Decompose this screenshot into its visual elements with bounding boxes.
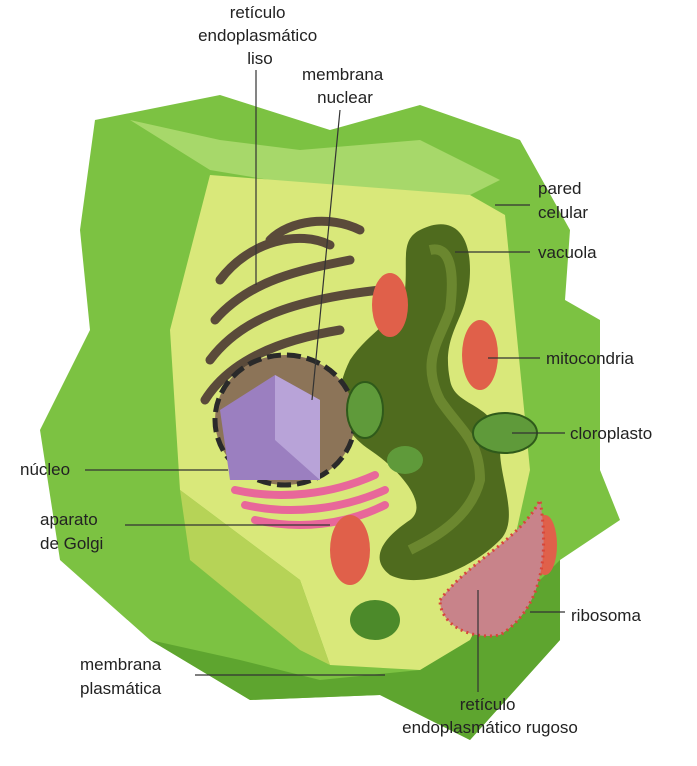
label-chloroplast: cloroplasto: [570, 424, 652, 443]
mitochondrion: [372, 273, 408, 337]
label-nucleus: núcleo: [20, 460, 70, 479]
smooth-er: [200, 216, 385, 405]
label-ribosome: ribosoma: [571, 606, 641, 625]
nucleolus-face: [275, 375, 320, 480]
leader-lines: [85, 70, 565, 692]
rough-er: [438, 495, 546, 638]
mitochondrion: [330, 515, 370, 585]
golgi-apparatus: [231, 471, 389, 529]
vacuole: [339, 224, 509, 581]
label-rough-er: retículo endoplasmático rugoso: [402, 695, 578, 737]
chloroplast: [387, 446, 423, 474]
label-plasma-membrane: membrana plasmática: [80, 655, 166, 698]
label-cell-wall: pared celular: [538, 179, 588, 222]
cytoplasm-bottom: [180, 490, 330, 665]
label-mitochondria: mitocondria: [546, 349, 634, 368]
chloroplast: [350, 600, 400, 640]
label-golgi: aparato de Golgi: [40, 510, 103, 553]
cell-wall-top: [130, 120, 500, 195]
vacuole-highlight: [407, 244, 486, 555]
chloroplast: [346, 381, 384, 439]
label-smooth-er: retículo endoplasmático liso: [198, 3, 322, 68]
cell-wall-shade: [150, 560, 560, 740]
label-nuclear-membrane: membrana nuclear: [302, 65, 388, 107]
label-vacuole: vacuola: [538, 243, 597, 262]
mitochondrion: [462, 320, 498, 390]
